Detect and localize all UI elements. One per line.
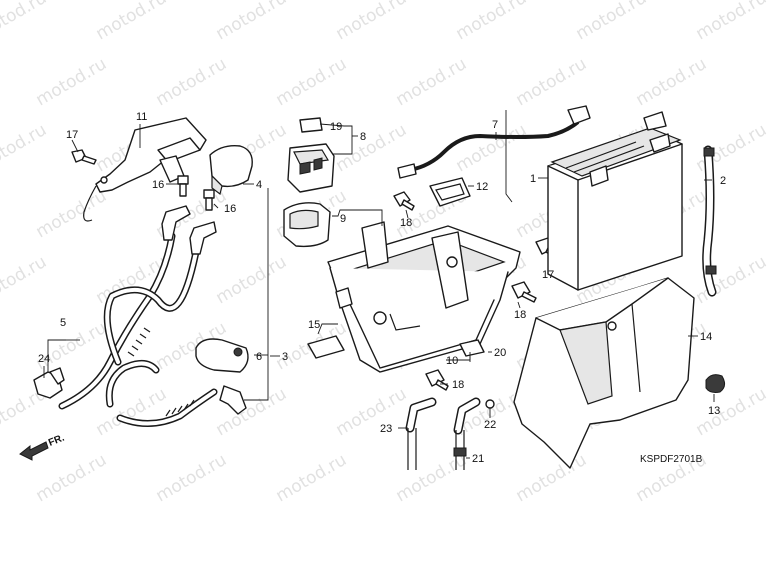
callout-10: 10: [446, 355, 458, 367]
callout-13: 13: [708, 405, 720, 417]
bracket-part-11: [83, 117, 207, 222]
callout-labels: 11 17 16 16 4 5 24 6 3 19 8 9 7 12 18 1 …: [38, 111, 726, 465]
battery-case-part-14: [513, 277, 695, 469]
plate-part-12: [429, 177, 471, 207]
battery-cables: [58, 205, 247, 427]
front-direction-arrow: FR.: [19, 432, 66, 461]
watermark-text: motod.ru: [573, 0, 651, 44]
callout-17-right: 17: [542, 269, 554, 281]
watermark-text: motod.ru: [273, 450, 351, 506]
callout-2: 2: [720, 175, 726, 187]
callout-24: 24: [38, 353, 50, 365]
watermark-text: motod.ru: [33, 450, 111, 506]
watermark-text: motod.ru: [513, 450, 591, 506]
grommet-part-13: [705, 374, 726, 393]
bolt-part-18-low: [425, 369, 449, 391]
bolt-part-17-left: [71, 149, 97, 165]
watermark-text: motod.ru: [0, 120, 50, 176]
callout-14: 14: [700, 331, 712, 343]
callout-18-low: 18: [452, 379, 464, 391]
watermark-text: motod.ru: [33, 318, 111, 374]
callout-15: 15: [308, 319, 320, 331]
callout-18-top: 18: [400, 217, 412, 229]
watermark-text: motod.ru: [213, 0, 291, 44]
watermark-text: motod.ru: [333, 0, 411, 44]
leader-lines: [43, 110, 715, 459]
bolt-part-16-lower: [203, 189, 215, 211]
battery-part-1: [547, 111, 683, 291]
callout-19: 19: [330, 121, 342, 133]
callout-18-mid: 18: [514, 309, 526, 321]
callout-9: 9: [340, 213, 346, 225]
watermark-text: motod.ru: [693, 384, 768, 440]
watermark-text: motod.ru: [513, 54, 591, 110]
watermark-text: motod.ru: [153, 450, 231, 506]
watermark-text: motod.ru: [273, 54, 351, 110]
terminal-part-24: [33, 367, 65, 399]
cushion-part: [335, 287, 353, 309]
callout-11: 11: [136, 111, 147, 123]
callout-22: 22: [484, 419, 496, 431]
pad-part-20: [459, 339, 485, 357]
watermark-text: motod.ru: [33, 186, 111, 242]
watermark-text: motod.ru: [333, 384, 411, 440]
tube-part-21: [453, 397, 481, 470]
pad-part-15: [307, 335, 345, 359]
watermark-text: motod.ru: [93, 384, 171, 440]
callout-17-left: 17: [66, 129, 78, 141]
watermark-text: motod.ru: [393, 54, 471, 110]
callout-16-upper: 16: [152, 179, 164, 191]
callout-20: 20: [494, 347, 506, 359]
relay-boot-part-9: [283, 202, 331, 248]
callout-5: 5: [60, 317, 66, 329]
watermark-text: motod.ru: [33, 54, 111, 110]
relay-clip-part-19: [299, 117, 323, 133]
terminal-cover-part-6: [195, 338, 249, 373]
tube-part-23: [405, 397, 437, 470]
callout-6: 6: [256, 351, 262, 363]
callout-4: 4: [256, 179, 262, 191]
vent-tube-part-2: [702, 145, 717, 297]
relay-part-8: [287, 143, 335, 193]
watermark-text: motod.ru: [453, 0, 531, 44]
watermark-text: motod.ru: [693, 0, 768, 44]
clip-part-22: [485, 399, 495, 409]
watermark-text: motod.ru: [93, 0, 171, 44]
callout-8: 8: [360, 131, 366, 143]
battery-tray-part-10: [327, 221, 521, 373]
callout-16-lower: 16: [224, 203, 236, 215]
callout-3: 3: [282, 351, 288, 363]
terminal-cover-part-4: [209, 145, 253, 196]
watermark-text: motod.ru: [633, 54, 711, 110]
watermark-text: motod.ru: [213, 252, 291, 308]
callout-1: 1: [530, 173, 536, 185]
callout-21: 21: [472, 453, 484, 465]
watermark-text: motod.ru: [0, 252, 50, 308]
callout-12: 12: [476, 181, 488, 193]
wire-part-7: [397, 105, 591, 179]
bolt-part-18-top: [393, 191, 415, 211]
callout-23: 23: [380, 423, 392, 435]
front-marker-label: FR.: [47, 432, 66, 448]
watermark-text: motod.ru: [393, 450, 471, 506]
watermark-text: motod.ru: [153, 54, 231, 110]
bolt-part-16-upper: [177, 175, 189, 197]
bolt-part-18-mid: [511, 281, 537, 303]
callout-7: 7: [492, 119, 498, 131]
drawing-code: KSPDF2701B: [640, 454, 703, 465]
watermark-text: motod.ru: [0, 0, 50, 44]
